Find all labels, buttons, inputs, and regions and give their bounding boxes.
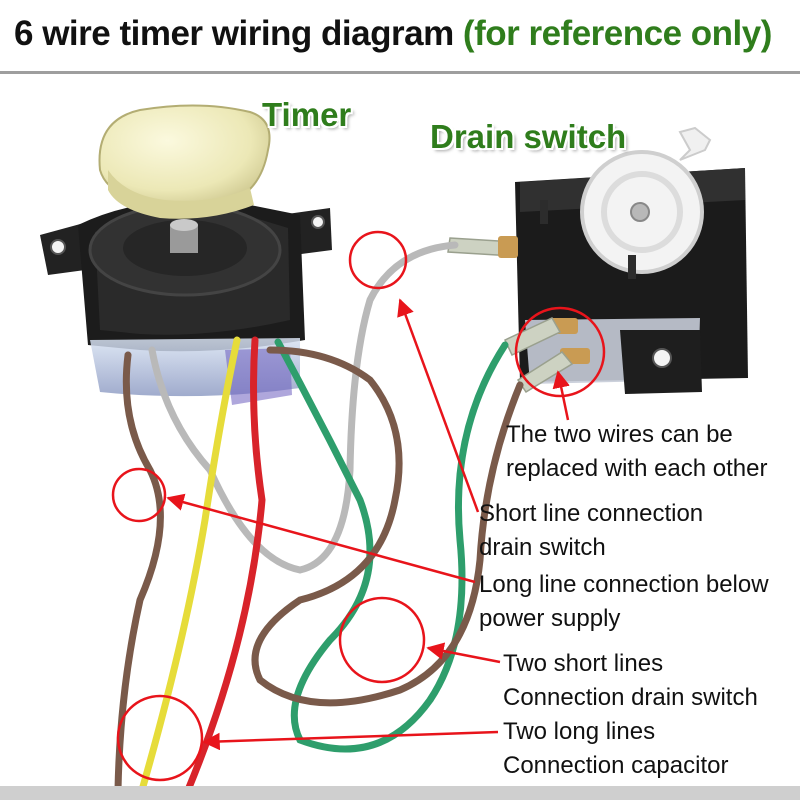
two-long-arrow — [202, 730, 499, 751]
long-lines-circle — [116, 694, 204, 782]
note-long-line-1: Long line connection below — [479, 571, 769, 598]
note-replaceable-line-2: replaced with each other — [506, 455, 768, 482]
note-long-line: Long line connection below power supply — [479, 568, 769, 636]
bottom-bar — [0, 786, 800, 800]
note-short-line-2: drain switch — [479, 534, 606, 561]
drain-switch-label: Drain switch — [430, 118, 627, 155]
note-two-long-2: Connection capacitor — [503, 752, 729, 779]
note-short-line: Short line connection drain switch — [479, 497, 703, 565]
note-replaceable-line-1: The two wires can be — [506, 421, 733, 448]
replace-arrow — [552, 370, 570, 421]
note-two-short-1: Two short lines — [503, 650, 664, 677]
annotations — [111, 230, 606, 782]
note-short-line-1: Short line connection — [479, 500, 704, 527]
wires — [114, 241, 524, 794]
gray-wire-circle — [348, 230, 408, 290]
short-lines-circle — [338, 596, 426, 684]
two-short-arrow — [426, 642, 501, 664]
note-long-line-2: power supply — [479, 605, 621, 632]
header-bar: 6 wire timer wiring diagram (for referen… — [0, 0, 800, 74]
page-title: 6 wire timer wiring diagram (for referen… — [14, 14, 772, 54]
note-two-short: Two short lines Connection drain switch — [503, 647, 758, 715]
brown-wire-circle — [111, 467, 167, 523]
title-main: 6 wire timer wiring diagram — [14, 14, 463, 53]
timer-label: Timer — [262, 96, 352, 133]
short-line-arrow — [397, 298, 480, 513]
drain-switch-unit — [447, 126, 748, 394]
long-line-arrow — [166, 493, 476, 584]
timer-unit — [40, 104, 332, 405]
title-sub: (for reference only) — [462, 14, 772, 53]
terminal-circle — [514, 306, 606, 398]
note-two-long: Two long lines Connection capacitor — [503, 715, 728, 783]
note-two-long-1: Two long lines — [503, 718, 656, 745]
note-replaceable: The two wires can be replaced with each … — [506, 418, 768, 486]
note-two-short-2: Connection drain switch — [503, 684, 758, 711]
